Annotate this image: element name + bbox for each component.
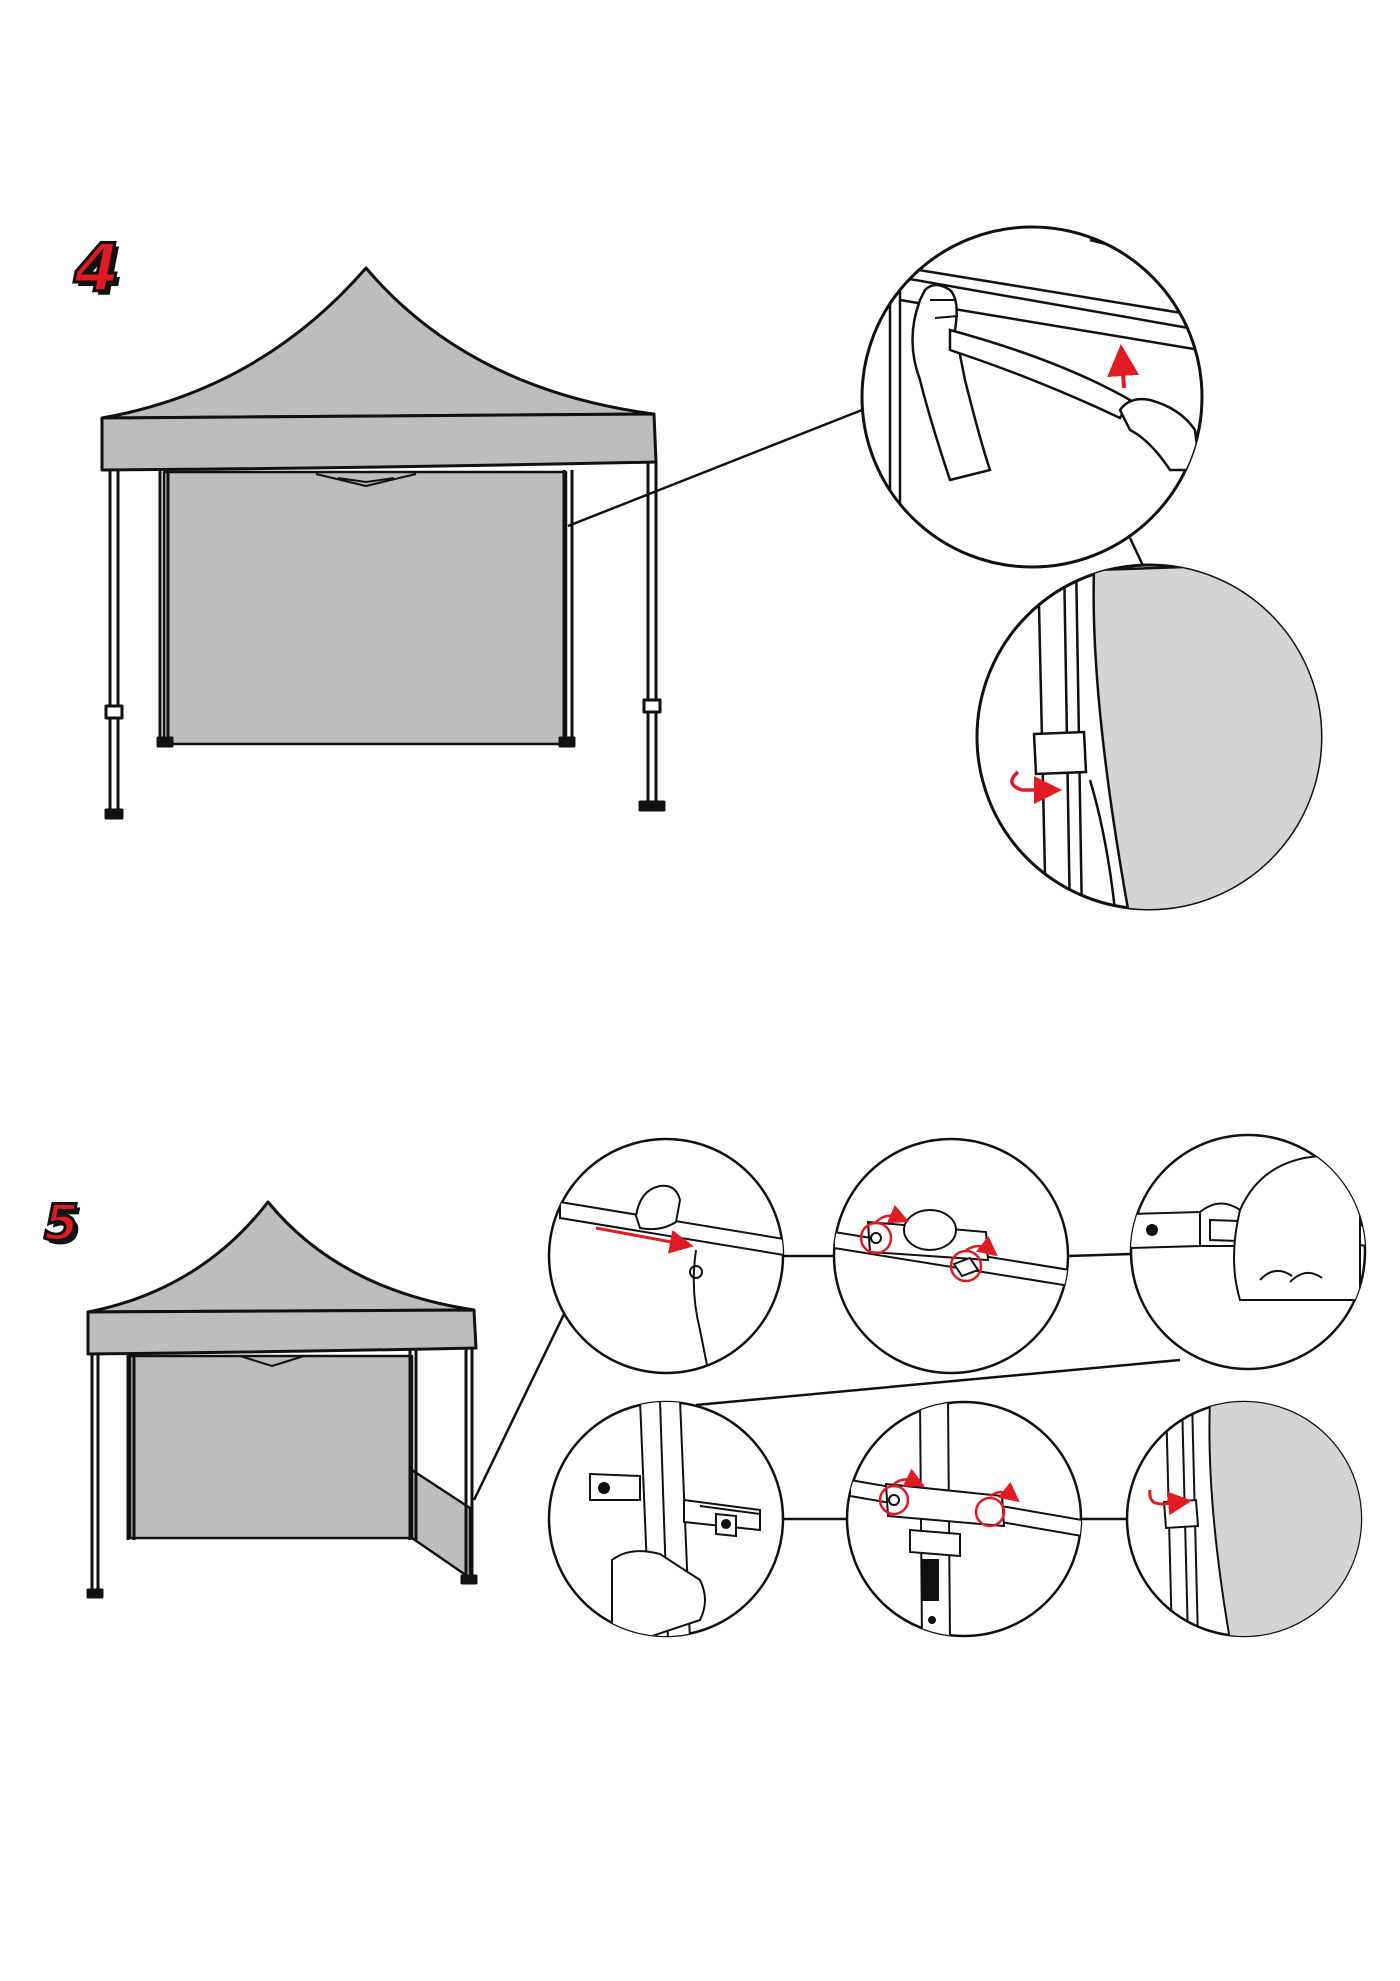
detail-circle-leg-clamp <box>845 1400 1083 1638</box>
hand-icon <box>634 1184 682 1231</box>
front-wall-half <box>410 1468 472 1580</box>
slide-arrow-icon <box>595 1226 694 1254</box>
callout-line <box>472 1309 568 1501</box>
step-5-tent <box>86 1200 1181 1599</box>
hand-icon <box>911 283 992 482</box>
velcro-strap-icon <box>1032 730 1088 776</box>
step-4-number: 4 <box>73 230 122 307</box>
callout-line <box>567 408 863 528</box>
side-wall <box>162 470 568 746</box>
side-wall <box>128 1354 414 1540</box>
callout-line <box>695 1358 1181 1407</box>
hand-icon <box>611 1550 706 1636</box>
detail-circle-insert-pole <box>547 1137 785 1375</box>
callout-line <box>1067 1252 1132 1258</box>
detail-circle-clamp <box>832 1137 1070 1375</box>
detail-circle-velcro-strap-small <box>1125 1400 1363 1638</box>
canopy-valance <box>100 412 658 472</box>
arrow-up-icon <box>1107 344 1140 389</box>
canopy-valance <box>86 1308 478 1356</box>
canopy-roof <box>86 1200 476 1314</box>
step-5-number: 5 <box>43 1194 81 1252</box>
step-4-tent <box>100 266 1148 820</box>
rotate-arrow-icon <box>1010 770 1062 804</box>
hand-icon <box>1118 397 1202 472</box>
rotate-arrow-icon <box>1148 1489 1192 1516</box>
clamp-icon <box>884 1482 1006 1528</box>
detail-circle-leg-bracket <box>547 1400 785 1638</box>
detail-circle-slide-pole <box>860 225 1204 569</box>
detail-circle-velcro-strap <box>975 563 1323 911</box>
detail-circle-tighten <box>1129 1133 1367 1371</box>
canopy-roof <box>100 266 656 420</box>
